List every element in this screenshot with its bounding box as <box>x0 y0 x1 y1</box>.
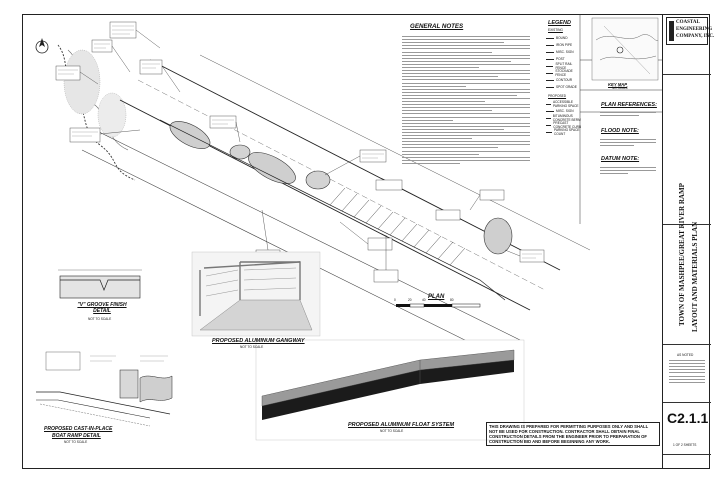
legend-proposed-item: MISC. SIGN <box>546 108 582 115</box>
float-scale: NOT TO SCALE <box>380 429 404 433</box>
legend-existing-label: BOUND <box>556 35 568 40</box>
plan-title: PLAN <box>428 294 445 300</box>
legend-symbol-icon <box>546 66 554 67</box>
title-block-fields <box>669 358 705 385</box>
legend-proposed-label: PRECAST CONCRETE CURB <box>553 120 582 129</box>
firm-logo-box: COASTAL ENGINEERING COMPANY, INC. <box>666 17 714 45</box>
key-map-scale: NO SCALE <box>612 86 629 90</box>
general-notes-title: GENERAL NOTES <box>410 23 464 30</box>
legend-symbol-icon <box>546 59 554 60</box>
legend-proposed-item: BITUMINOUS CONCRETE BERM <box>546 113 582 122</box>
legend-existing-label: IRON PIPE <box>556 42 573 47</box>
v-groove-title: "V" GROOVE FINISH DETAIL <box>77 302 127 314</box>
legend-symbol-icon <box>546 104 551 105</box>
legend-existing-item: IRON PIPE <box>546 42 582 49</box>
firm-name-line2: ENGINEERING <box>676 27 713 32</box>
legend-proposed-label: PARKING SPACE COUNT <box>553 127 580 136</box>
flood-note-body <box>600 137 656 148</box>
legend-proposed-item: ACCESSIBLE PARKING SPACE <box>546 99 582 108</box>
legend-symbol-icon <box>546 45 554 46</box>
plan-references-title: PLAN REFERENCES: <box>601 102 657 108</box>
parking-stalls <box>329 187 466 266</box>
gangway-title: PROPOSED ALUMINUM GANGWAY <box>212 338 305 344</box>
project-name: TOWN OF MASHPEE/GREAT RIVER RAMP <box>678 183 686 326</box>
sheet-title: LAYOUT AND MATERIALS PLAN <box>691 221 699 332</box>
key-map-drawing <box>591 17 659 81</box>
general-notes-body <box>402 34 530 166</box>
scale-tick-label: 40 <box>422 298 426 302</box>
boat-ramp-detail-drawing <box>36 351 173 427</box>
legend-existing-item: STOCKADE FENCE <box>546 68 582 77</box>
v-groove-detail-drawing <box>58 269 142 299</box>
float-system-render <box>255 339 525 441</box>
float-title: PROPOSED ALUMINUM FLOAT SYSTEM <box>348 422 455 428</box>
datum-note-title: DATUM NOTE: <box>601 156 640 162</box>
curb-line <box>159 119 506 301</box>
gangway-scale: NOT TO SCALE <box>240 345 264 349</box>
legend-proposed-label: BITUMINOUS CONCRETE BERM <box>552 113 581 122</box>
legend-symbol-icon <box>546 87 554 88</box>
legend-proposed-label: ACCESSIBLE PARKING SPACE <box>553 99 579 108</box>
plan-scale-bar <box>396 303 481 308</box>
legend-existing-item: POST <box>546 56 582 63</box>
legend-proposed-label: PROPOSED <box>548 94 567 98</box>
title-block: COASTAL ENGINEERING COMPANY, INC. TOWN O… <box>662 14 714 469</box>
legend-proposed-label: MISC. SIGN <box>556 108 574 113</box>
scale-tick-label: 0 <box>394 298 396 302</box>
legend-symbol-icon <box>546 111 554 112</box>
scale-tick-label: 20 <box>408 298 412 302</box>
legend-existing-item: BOUND <box>546 35 582 42</box>
ramp-scale: NOT TO SCALE <box>64 440 88 444</box>
legend-symbol-icon <box>546 73 554 74</box>
north-arrow-icon <box>35 38 49 54</box>
legend-existing-item: CONTOUR <box>546 77 582 84</box>
legend-existing-label: EXISTING <box>548 28 563 32</box>
datum-note-body <box>600 165 656 176</box>
ramp-title-line1: PROPOSED CAST-IN-PLACE <box>44 426 113 432</box>
legend-symbol-icon <box>546 125 552 126</box>
v-groove-scale: NOT TO SCALE <box>88 317 112 321</box>
legend-symbol-icon <box>546 132 552 133</box>
legend-symbol-icon <box>546 38 554 39</box>
key-map-title: KEY MAP <box>608 82 628 87</box>
legend-existing-label: SPLIT RAIL FENCE <box>555 61 573 70</box>
firm-logo-icon <box>669 21 674 41</box>
firm-name-line1: COASTAL <box>676 20 700 25</box>
legend-proposed-item: PRECAST CONCRETE CURB <box>546 120 582 129</box>
legend-existing-label: STOCKADE FENCE <box>555 68 573 77</box>
legend-existing-item: SPLIT RAIL FENCE <box>546 61 582 70</box>
legend-existing-label: POST <box>556 56 565 61</box>
firm-name-line3: COMPANY, INC. <box>676 34 715 39</box>
legend-symbol-icon <box>546 52 554 53</box>
legend-symbol-icon <box>546 80 554 81</box>
sheet-border <box>22 14 710 469</box>
scale-tick-label: 80 <box>450 298 454 302</box>
shoreline-vegetation <box>57 44 136 181</box>
legend-existing-label: MISC. SIGN <box>556 49 574 54</box>
gangway-render <box>191 251 321 337</box>
flood-note-title: FLOOD NOTE: <box>601 128 639 134</box>
plan-references-body <box>600 110 656 118</box>
legend-title: LEGEND <box>548 20 571 26</box>
legend-proposed-item: PARKING SPACE COUNT <box>546 127 582 136</box>
legend-existing-label: CONTOUR <box>556 77 573 82</box>
legend-existing-item: MISC. SIGN <box>546 49 582 56</box>
ramp-title-line2: BOAT RAMP DETAIL <box>52 433 101 439</box>
legend-symbol-icon <box>546 118 551 119</box>
legend-existing-item: SPOT GRADE <box>546 84 582 91</box>
sheet-count: 1 OF 2 SHEETS <box>673 443 697 447</box>
permitting-disclaimer: THIS DRAWING IS PREPARED FOR PERMITTING … <box>486 422 660 446</box>
scale-label: AS NOTED <box>677 353 694 357</box>
sheet-number: C2.1.1 <box>667 410 709 426</box>
legend-existing-label: SPOT GRADE <box>556 84 577 89</box>
